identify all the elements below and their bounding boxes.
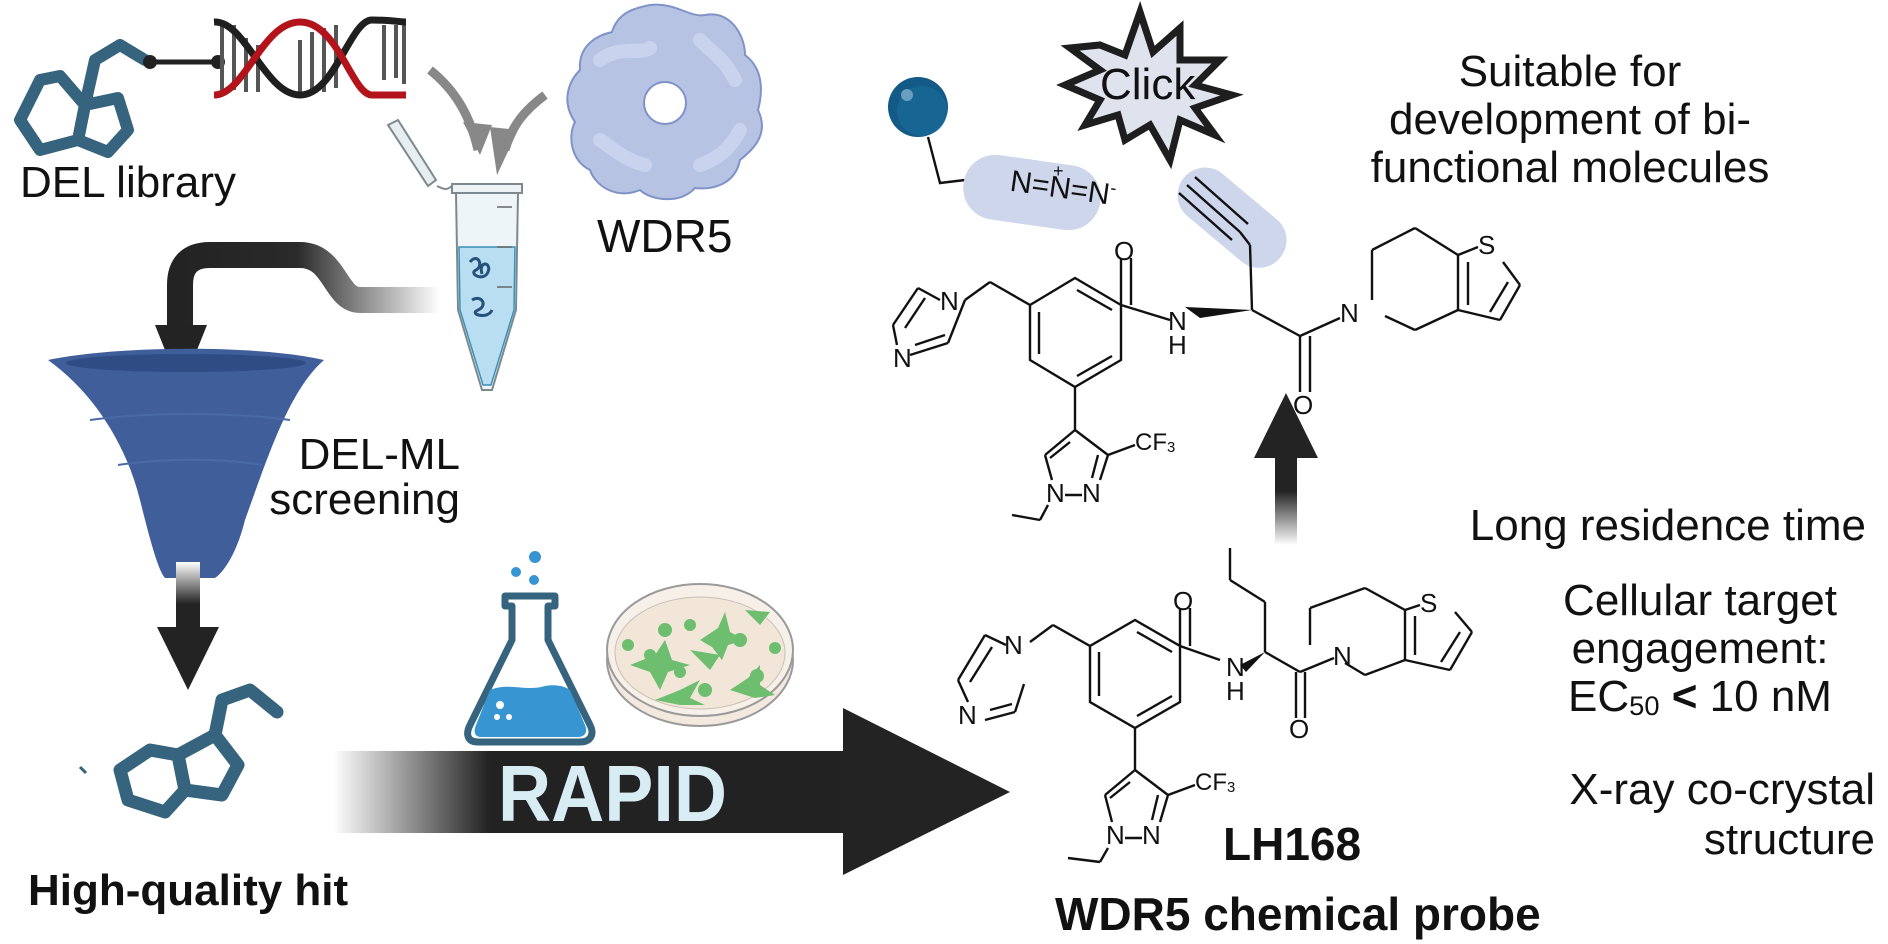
atom-n: N	[1168, 306, 1187, 336]
property-line: development of bi-	[1389, 95, 1751, 144]
screening-line: screening	[269, 475, 460, 524]
atom-cf3: CF3	[1135, 430, 1175, 457]
rapid-arrow-shaft-icon	[333, 751, 853, 833]
atom-n: N	[940, 286, 959, 316]
property-line: Cellular target	[1563, 576, 1837, 625]
down-arrow-head-icon	[157, 627, 219, 690]
cellular-engagement-property: Cellular target engagement: EC50 < 10 nM	[1520, 577, 1880, 730]
atom-n: N	[1004, 630, 1023, 660]
high-quality-hit-label: High-quality hit	[28, 866, 349, 915]
ec50-operator: <	[1671, 672, 1698, 721]
property-line: Suitable for	[1458, 47, 1682, 96]
ec50-subscript: 50	[1629, 690, 1660, 722]
down-arrow-shaft-icon	[176, 562, 200, 632]
up-arrow-shaft-icon	[1275, 455, 1297, 545]
atom-o: O	[1173, 586, 1194, 616]
atom-o: O	[1289, 714, 1310, 744]
wdr5-label: WDR5	[597, 210, 733, 262]
del-ml-screening-label: DEL-ML screening	[238, 432, 460, 522]
input-arrowhead-icon	[490, 127, 518, 175]
wdr5-protein-icon	[566, 3, 763, 201]
probe-title: WDR5 chemical probe	[1055, 888, 1541, 940]
input-arrow-icon	[427, 66, 548, 152]
del-ml-line: DEL-ML	[298, 430, 460, 479]
up-arrow-head-icon	[1254, 393, 1318, 458]
atom-n: N	[1046, 478, 1065, 508]
hit-molecule-icon	[113, 683, 284, 819]
del-molecule-icon	[14, 39, 151, 158]
cf3-subscript: 3	[1167, 440, 1176, 457]
alkyne-highlight	[1177, 167, 1287, 268]
atom-n: N	[893, 343, 912, 373]
alkyne-molecule-structure	[891, 176, 1522, 522]
atom-o: O	[1293, 390, 1314, 420]
ec50-value: 10 nM	[1709, 672, 1832, 721]
property-line: X-ray co-crystal	[1569, 765, 1875, 814]
atom-o: O	[1114, 236, 1135, 266]
input-arrowhead-icon	[463, 122, 492, 155]
property-line: structure	[1703, 815, 1875, 864]
atom-cf3: CF3	[1195, 770, 1235, 797]
property-line: functional molecules	[1370, 143, 1770, 192]
dna-helix-icon	[213, 16, 407, 99]
flow-arrow-icon	[167, 242, 440, 345]
atom-s: S	[1478, 230, 1496, 260]
azide-highlight	[963, 154, 1101, 231]
ec50-line: EC50 < 10 nM	[1520, 673, 1880, 730]
click-star-icon	[1056, 1, 1244, 170]
atom-n: N	[1142, 820, 1161, 850]
property-line: engagement:	[1571, 624, 1829, 673]
del-library-label: DEL library	[20, 158, 236, 207]
ec50-prefix: EC	[1568, 672, 1630, 721]
click-label: Click	[1100, 60, 1196, 109]
bifunctional-property: Suitable for development of bi- function…	[1330, 48, 1810, 192]
petri-dish-icon	[606, 583, 794, 727]
cf3-text: CF	[1135, 429, 1167, 456]
xray-property: X-ray co-crystal structure	[1440, 765, 1875, 865]
tube-icon	[386, 118, 523, 391]
rapid-arrow-head-icon	[843, 708, 1010, 875]
atom-h: H	[1226, 676, 1245, 706]
atom-n: N	[1340, 298, 1359, 328]
funnel-icon	[48, 348, 324, 578]
flask-icon	[464, 551, 596, 746]
atom-n: N	[1106, 820, 1125, 850]
rapid-label: RAPID	[498, 749, 727, 838]
hit-fragment-icon	[78, 765, 88, 775]
atom-n: N	[958, 700, 977, 730]
lh168-structure	[956, 548, 1474, 864]
atom-n: N	[1333, 641, 1352, 671]
bead-icon	[888, 77, 966, 185]
cf3-subscript: 3	[1227, 780, 1236, 797]
dna-linker-icon	[143, 55, 225, 69]
atom-h: H	[1168, 330, 1187, 360]
cf3-text: CF	[1195, 769, 1227, 796]
compound-name: LH168	[1223, 818, 1362, 870]
atom-s: S	[1420, 588, 1438, 618]
residence-time-property: Long residence time	[1469, 501, 1866, 550]
atom-n: N	[1082, 478, 1101, 508]
atom-n: N	[1226, 652, 1245, 682]
azide-plus: +	[1053, 161, 1064, 181]
